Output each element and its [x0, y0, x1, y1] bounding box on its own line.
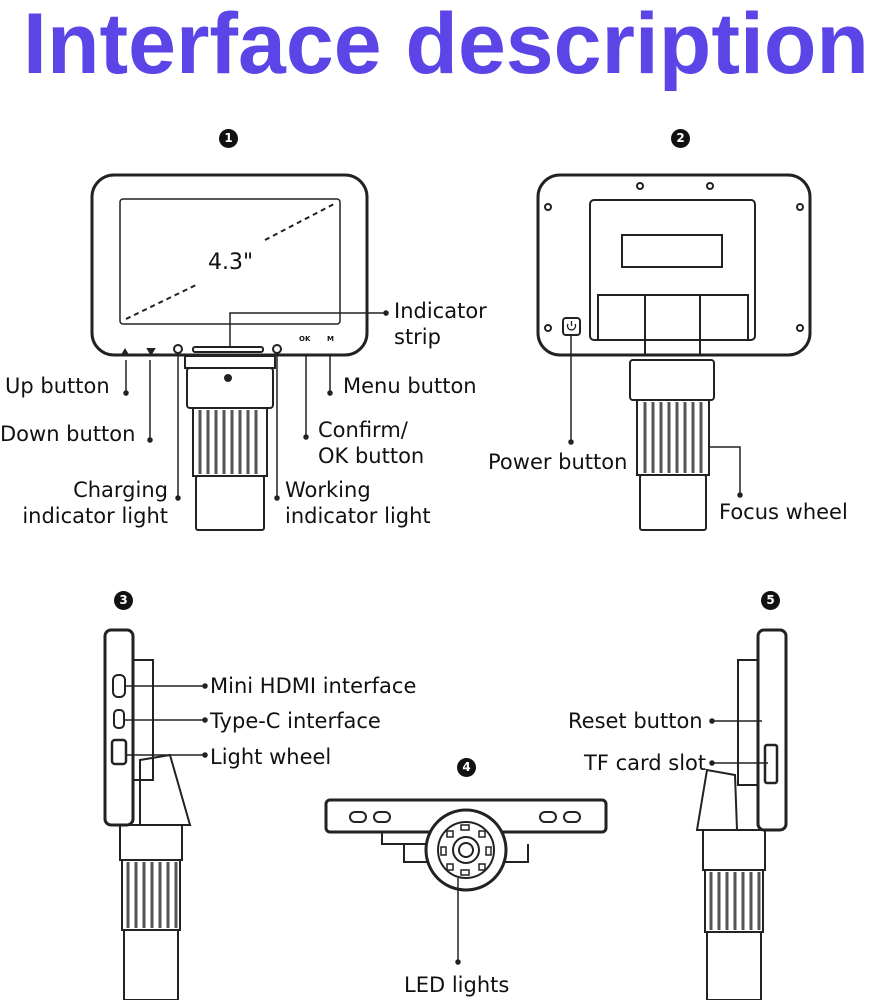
- light-wheel-label: Light wheel: [210, 745, 332, 769]
- right-side-view-device: [695, 628, 788, 1000]
- working-light: [272, 344, 282, 354]
- down-button-label: Down button: [0, 422, 136, 446]
- side-leader-lines: [124, 683, 208, 758]
- bottom-leader-line: [455, 878, 461, 965]
- type-c-label: Type-C interface: [210, 709, 381, 733]
- power-icon: [562, 317, 581, 336]
- reset-button-label: Reset button: [568, 709, 703, 733]
- confirm-ok-label: Confirm/OK button: [318, 418, 425, 468]
- step-marker-5: 5: [761, 591, 780, 610]
- back-view-device: [536, 173, 812, 531]
- bottom-view-device: [324, 798, 608, 892]
- front-leader-lines: [123, 310, 389, 501]
- diagonal-dash-1: [125, 284, 197, 320]
- up-button-label: Up button: [5, 374, 110, 398]
- menu-button-mark: M: [327, 335, 334, 343]
- led-lights-label: LED lights: [404, 973, 510, 997]
- ok-button-mark: OK: [299, 335, 311, 343]
- step-marker-3: 3: [114, 591, 133, 610]
- indicator-strip: [192, 346, 264, 353]
- step-marker-1: 1: [219, 129, 238, 148]
- up-down-arrow-icons: [120, 348, 156, 356]
- menu-button-label: Menu button: [343, 374, 477, 398]
- screen-size-label: 4.3": [208, 250, 254, 275]
- diagonal-dash-2: [264, 203, 335, 241]
- tf-card-slot-label: TF card slot: [584, 751, 707, 775]
- step-marker-4: 4: [457, 758, 476, 777]
- step-marker-2: 2: [671, 129, 690, 148]
- mini-hdmi-label: Mini HDMI interface: [210, 674, 417, 698]
- power-button-label: Power button: [488, 450, 628, 474]
- back-leader-lines: [568, 336, 743, 498]
- right-leader-lines: [709, 718, 768, 766]
- focus-wheel-label: Focus wheel: [719, 500, 848, 524]
- charging-light: [173, 344, 183, 354]
- left-side-view-device: [103, 628, 192, 1000]
- page-title: Interface description: [23, 0, 869, 92]
